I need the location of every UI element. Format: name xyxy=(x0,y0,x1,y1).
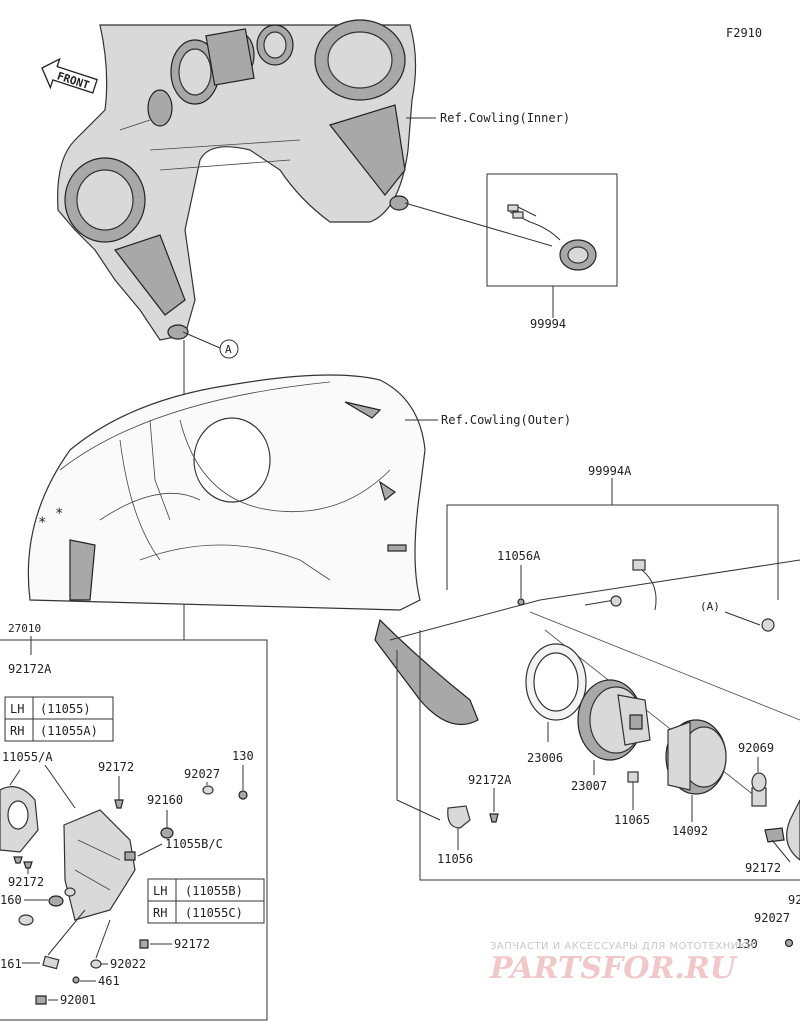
table-b-row-rh-part: (11055C) xyxy=(185,906,243,920)
label-23006: 23006 xyxy=(527,751,563,765)
table-b-row-rh-side: RH xyxy=(153,906,167,920)
label-92001: 92001 xyxy=(60,993,96,1007)
label-23007: 23007 xyxy=(571,779,607,793)
label-14092: 14092 xyxy=(672,824,708,838)
label-11055BC: 11055B/C xyxy=(165,837,223,851)
label-92069: 92069 xyxy=(738,741,774,755)
ref-cowling-inner: Ref.Cowling(Inner) xyxy=(440,111,570,125)
table-a-row-lh-part: (11055) xyxy=(40,702,91,716)
table-b-row-lh-side: LH xyxy=(153,884,167,898)
asterisk-icon: * xyxy=(55,506,63,522)
label-92-cut: 92 xyxy=(788,893,800,907)
label-11056: 11056 xyxy=(437,852,473,866)
callout-a-circle xyxy=(219,339,239,359)
figure-code: F2910 xyxy=(726,26,762,40)
label-92172-right: 92172 xyxy=(745,861,781,875)
label-92027-left: 92027 xyxy=(184,767,220,781)
outer-cowling: * * xyxy=(27,374,479,726)
label-92172-c: 92172 xyxy=(174,937,210,951)
label-11065: 11065 xyxy=(614,813,650,827)
bracket-11055 xyxy=(0,786,39,853)
label-27010: 27010 xyxy=(8,622,41,635)
label-92022: 92022 xyxy=(110,957,146,971)
part-23006-ring xyxy=(525,643,587,721)
label-92027-right: 92027 xyxy=(754,911,790,925)
part-92069-bulb xyxy=(751,772,767,807)
label-160: 160 xyxy=(0,893,22,907)
label-11055-a: 11055/A xyxy=(2,750,53,764)
label-161: 161 xyxy=(0,957,22,971)
front-arrow-icon: FRONT xyxy=(41,57,98,94)
table-a-row-rh-side: RH xyxy=(10,724,24,738)
label-11056A: 11056A xyxy=(497,549,541,563)
headlight-harness xyxy=(584,559,657,611)
table-a-row-rh-part: (11055A) xyxy=(40,724,98,738)
asterisk-icon: * xyxy=(38,515,46,531)
ref-cowling-outer: Ref.Cowling(Outer) xyxy=(441,413,571,427)
watermark-logo: PARTSFOR.RU xyxy=(489,951,738,986)
callout-a: A xyxy=(225,343,232,356)
part-23007-headlight xyxy=(577,679,651,761)
label-99994A: 99994A xyxy=(588,464,632,478)
label-92160-a: 92160 xyxy=(147,793,183,807)
callout-a-ref: (A) xyxy=(700,600,720,613)
table-11055BC: LH (11055B) RH (11055C) xyxy=(147,878,265,924)
bracket-11055BC xyxy=(63,809,136,921)
label-99994: 99994 xyxy=(530,317,566,331)
table-a-row-lh-side: LH xyxy=(10,702,24,716)
label-130-right: 130 xyxy=(736,937,758,951)
label-92172-a: 92172 xyxy=(98,760,134,774)
label-130-left: 130 xyxy=(232,749,254,763)
part-99994-box: 99994 xyxy=(404,173,618,331)
watermark-tagline: ЗАПЧАСТИ И АКСЕССУАРЫ ДЛЯ МОТОТЕХНИКИ xyxy=(490,941,754,952)
table-11055: LH (11055) RH (11055A) xyxy=(4,696,114,742)
inner-cowling xyxy=(57,19,417,341)
label-92172A-top: 92172A xyxy=(8,662,52,676)
label-92172A-mid: 92172A xyxy=(468,773,512,787)
label-461: 461 xyxy=(98,974,120,988)
label-92172-b: 92172 xyxy=(8,875,44,889)
part-14092-cover xyxy=(665,719,727,795)
table-b-row-lh-part: (11055B) xyxy=(185,884,243,898)
